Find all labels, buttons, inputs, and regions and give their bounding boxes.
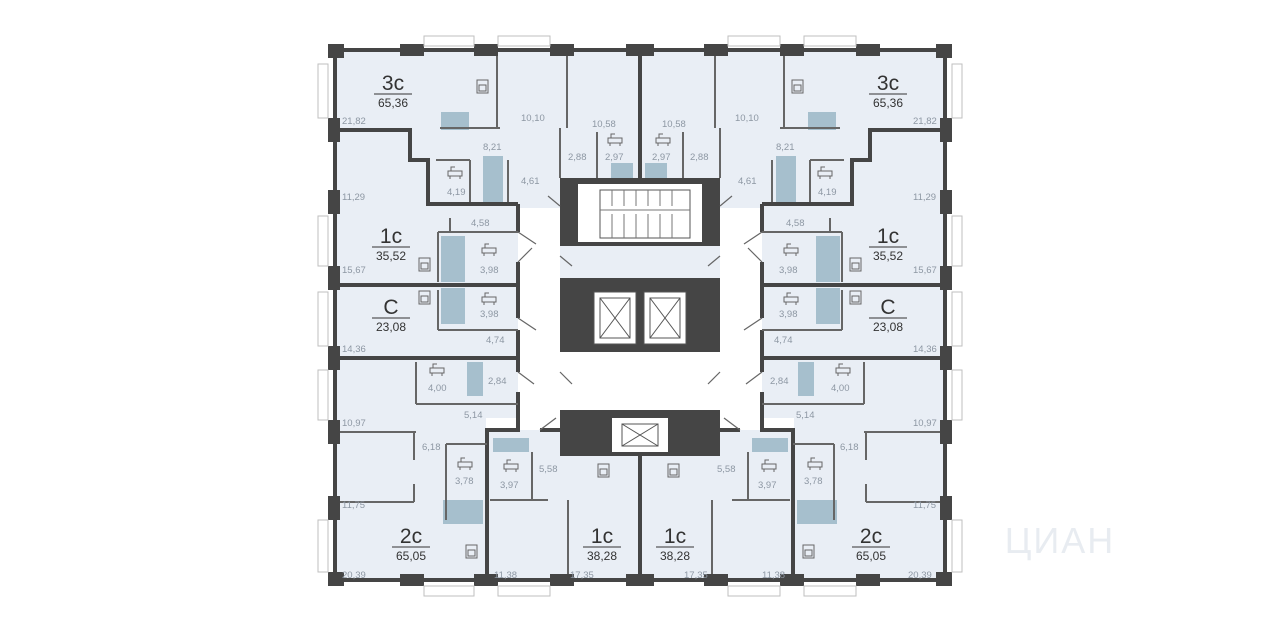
room-area: 20,39 xyxy=(342,570,366,581)
elevator-icon xyxy=(621,423,659,447)
apartment-area: 65,36 xyxy=(378,96,408,110)
room-area: 21,82 xyxy=(913,116,937,127)
room-area: 10,58 xyxy=(592,119,616,130)
room-area: 2,97 xyxy=(605,152,624,163)
apartment-area: 35,52 xyxy=(873,249,903,263)
room-area: 10,97 xyxy=(342,418,366,429)
apartment-area: 65,05 xyxy=(396,549,426,563)
room-area: 4,58 xyxy=(786,218,805,229)
room-area: 14,36 xyxy=(913,344,937,355)
room-area: 5,58 xyxy=(539,464,558,475)
room-area: 3,98 xyxy=(480,309,499,320)
apartment-area: 38,28 xyxy=(660,549,690,563)
room-area: 2,84 xyxy=(770,376,789,387)
room-area: 10,97 xyxy=(913,418,937,429)
apartment-area: 65,36 xyxy=(873,96,903,110)
room-area: 21,82 xyxy=(342,116,366,127)
room-area: 3,97 xyxy=(500,480,519,491)
room-area: 3,98 xyxy=(480,265,499,276)
apartment-type: С xyxy=(880,296,895,319)
room-area: 4,61 xyxy=(521,176,540,187)
room-area: 3,78 xyxy=(804,476,823,487)
apartment-labels: 3с 65,36 3с 65,36 1с 35,52 1с 35,52 С 23… xyxy=(372,72,907,563)
corridor-east xyxy=(670,208,794,430)
room-area: 2,84 xyxy=(488,376,507,387)
room-area: 20,39 xyxy=(908,570,932,581)
apartment-type: 1с xyxy=(877,225,899,248)
room-area: 10,10 xyxy=(521,113,545,124)
room-area: 4,19 xyxy=(818,187,837,198)
elevator-icon xyxy=(599,297,681,339)
room-area: 15,67 xyxy=(342,265,366,276)
apartment-area: 23,08 xyxy=(873,320,903,334)
room-area: 11,29 xyxy=(342,192,365,203)
room-area: 17,35 xyxy=(570,570,594,581)
apartment-type: 2с xyxy=(860,525,882,548)
watermark: ЦИАН xyxy=(1005,520,1116,561)
room-area: 10,10 xyxy=(735,113,759,124)
elevator-lobby xyxy=(560,352,720,410)
room-area: 5,58 xyxy=(717,464,736,475)
bath-icon xyxy=(429,133,851,472)
accent-elements xyxy=(441,112,840,524)
room-area: 3,97 xyxy=(758,480,777,491)
balconies xyxy=(317,35,963,597)
room-area: 11,38 xyxy=(494,570,517,581)
room-area: 17,35 xyxy=(684,570,708,581)
room-area: 4,00 xyxy=(428,383,447,394)
room-area: 3,78 xyxy=(455,476,474,487)
structural-columns xyxy=(328,44,952,586)
room-area: 5,14 xyxy=(796,410,815,421)
room-area: 4,74 xyxy=(774,335,793,346)
partitions xyxy=(335,52,945,578)
apartment-area: 38,28 xyxy=(587,549,617,563)
room-area: 4,00 xyxy=(831,383,850,394)
apartment-type: С xyxy=(383,296,398,319)
room-labels: 21,82 10,10 10,58 10,58 10,10 21,82 8,21… xyxy=(342,113,937,581)
room-area: 3,98 xyxy=(779,309,798,320)
room-area: 5,14 xyxy=(464,410,483,421)
room-area: 8,21 xyxy=(776,142,795,153)
apartment-type: 2с xyxy=(400,525,422,548)
room-area: 8,21 xyxy=(483,142,502,153)
room-area: 15,67 xyxy=(913,265,937,276)
apartment-type: 1с xyxy=(664,525,686,548)
room-area: 3,98 xyxy=(779,265,798,276)
room-area: 11,29 xyxy=(913,192,936,203)
room-area: 4,74 xyxy=(486,335,505,346)
room-area: 14,36 xyxy=(342,344,366,355)
room-area: 2,88 xyxy=(690,152,709,163)
apartment-area: 35,52 xyxy=(376,249,406,263)
apartment-area: 23,08 xyxy=(376,320,406,334)
apartment-type: 1с xyxy=(380,225,402,248)
room-area: 4,58 xyxy=(471,218,490,229)
room-area: 11,38 xyxy=(762,570,785,581)
apartment-area: 65,05 xyxy=(856,549,886,563)
room-area: 2,97 xyxy=(652,152,671,163)
apartment-type: 3с xyxy=(877,72,899,95)
room-area: 10,58 xyxy=(662,119,686,130)
building-core xyxy=(560,178,720,456)
room-area: 11,75 xyxy=(342,500,365,511)
stove-icon xyxy=(418,79,862,559)
doors xyxy=(517,195,763,431)
apartment-type: 1с xyxy=(591,525,613,548)
room-area: 4,61 xyxy=(738,176,757,187)
room-area: 4,19 xyxy=(447,187,466,198)
room-area: 11,75 xyxy=(913,500,936,511)
room-area: 2,88 xyxy=(568,152,587,163)
room-area: 6,18 xyxy=(840,442,859,453)
apartment-type: 3с xyxy=(382,72,404,95)
room-area: 6,18 xyxy=(422,442,441,453)
corridor xyxy=(486,208,610,430)
staircase xyxy=(599,189,691,239)
